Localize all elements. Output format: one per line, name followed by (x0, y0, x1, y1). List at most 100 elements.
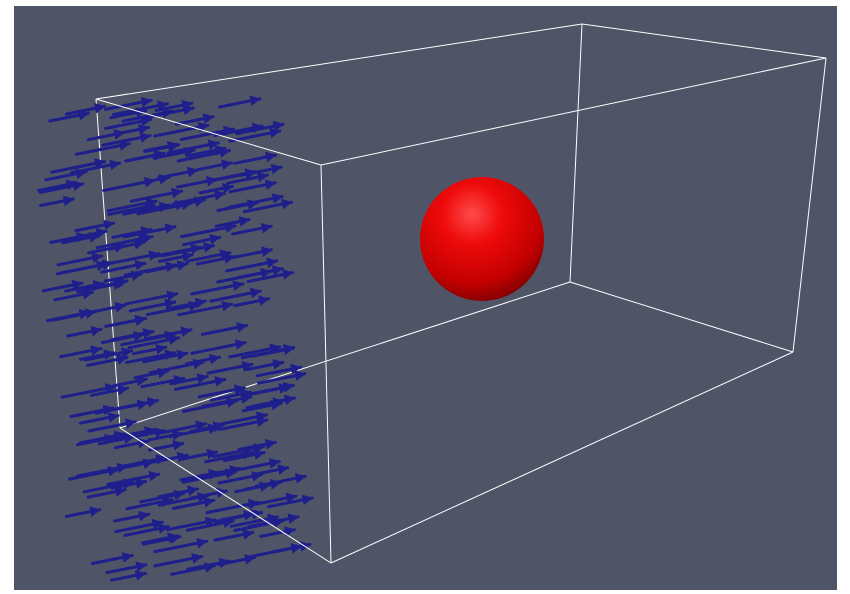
vector-arrow (170, 562, 216, 576)
vector-arrow (160, 420, 208, 435)
vector-arrow (64, 506, 102, 518)
vector-arrow (110, 328, 155, 342)
vector-arrow (144, 260, 189, 274)
vector-arrow (56, 252, 104, 267)
vector-arrow (85, 301, 127, 315)
vector-arrow (105, 561, 148, 575)
vector-arrow (157, 492, 210, 507)
vector-arrow (212, 443, 266, 459)
vector-arrow (173, 376, 227, 391)
vector-arrow (247, 492, 298, 508)
vector-arrow (165, 516, 217, 532)
vector-arrow (104, 96, 153, 111)
vector-arrow (48, 109, 90, 123)
vector-arrow (79, 349, 116, 361)
vector-arrow (100, 260, 147, 274)
vector-arrow (124, 150, 166, 163)
vector-arrow (39, 195, 75, 207)
vector-arrow (108, 250, 161, 265)
vector-arrow (64, 280, 105, 293)
vector-arrow (140, 374, 186, 389)
vector-arrow (218, 95, 262, 109)
vector-arrow (69, 404, 115, 418)
vector-arrow (185, 249, 232, 263)
vector-arrow (59, 345, 103, 359)
vector-arrow (231, 246, 273, 259)
vector-arrow (131, 343, 168, 356)
vector-arrow (49, 231, 88, 244)
vector-arrow (251, 394, 296, 408)
vector-arrow (133, 173, 171, 186)
vector-arrow (243, 479, 282, 491)
vector-arrow (153, 121, 210, 138)
vector-arrow (180, 448, 219, 461)
vector-arrow (244, 358, 285, 372)
vector-arrow (246, 269, 294, 283)
vector-arrow (255, 363, 303, 378)
vector-arrow (242, 198, 293, 214)
vector-arrow (213, 529, 255, 542)
vector-arrow (121, 107, 174, 123)
vector-arrow (60, 383, 117, 399)
vector-arrow (86, 486, 127, 499)
vector-arrow (104, 116, 153, 130)
vector-arrow (82, 478, 135, 494)
vector-arrow (44, 168, 88, 182)
vector-arrow (152, 243, 203, 258)
vector-arrow (241, 399, 283, 413)
vector-arrow (153, 553, 204, 568)
vector-arrow (103, 270, 143, 283)
vector-arrow (86, 354, 129, 367)
vector-arrow (145, 300, 201, 317)
vector-arrow (217, 553, 257, 567)
vector-arrow (231, 222, 273, 236)
vector-arrow (200, 322, 249, 336)
scene-canvas (14, 6, 837, 590)
3d-render-viewport[interactable] (14, 6, 837, 590)
vector-arrow (226, 171, 269, 185)
vector-arrow (111, 226, 153, 239)
vector-arrow (228, 127, 282, 143)
vector-arrow (123, 290, 179, 306)
vector-arrow (182, 234, 222, 247)
vector-arrow (198, 183, 234, 195)
vector-arrow (74, 219, 116, 233)
vector-arrow (128, 298, 177, 313)
domain-outline-box-front (95, 23, 827, 564)
vector-arrow (190, 339, 247, 355)
vector-arrow (157, 485, 199, 499)
vector-arrow (87, 242, 126, 255)
vector-arrow (141, 533, 182, 546)
vector-arrow (175, 175, 218, 189)
vector-arrow (259, 526, 296, 538)
vector-arrow (213, 168, 258, 182)
vector-arrow (240, 344, 296, 360)
vector-arrow (133, 367, 170, 380)
vector-arrow (209, 287, 262, 303)
vector-arrow (59, 259, 114, 275)
vector-arrow (86, 129, 126, 142)
vector-arrow (37, 179, 78, 192)
vector-arrow (228, 343, 282, 359)
vector-arrow (66, 325, 103, 338)
vector-arrow (257, 370, 307, 385)
vector-arrow (233, 295, 271, 308)
vector-arrow (45, 308, 91, 323)
vector-arrow (90, 552, 134, 565)
vector-arrow (109, 570, 147, 582)
red-sphere (420, 177, 544, 301)
vector-arrow (209, 388, 252, 402)
vector-arrow (125, 496, 174, 511)
vector-arrow (157, 251, 194, 263)
vector-arrow (74, 140, 131, 156)
vector-arrow (125, 349, 177, 364)
vector-arrow (152, 146, 196, 160)
vector-arrow (143, 141, 181, 153)
vector-arrow (216, 268, 273, 284)
vector-arrow (174, 113, 215, 126)
vector-arrow (113, 510, 151, 523)
vector-arrow (114, 518, 164, 534)
vector-arrow (190, 280, 245, 296)
vector-arrow (228, 179, 277, 194)
vector-arrow (217, 471, 264, 485)
